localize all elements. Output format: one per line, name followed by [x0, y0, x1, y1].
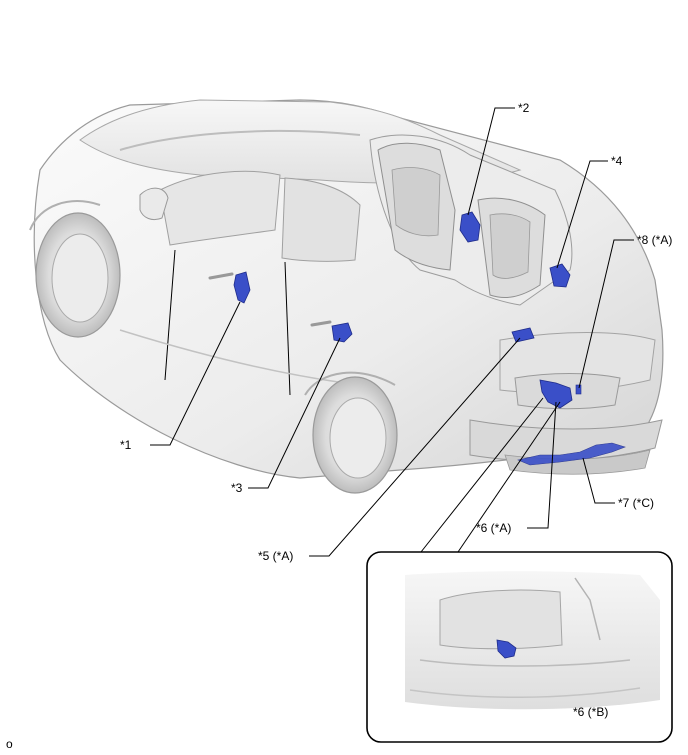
leader-5 — [309, 337, 521, 557]
leader-7 — [582, 457, 615, 504]
label-7: *7 (*C) — [618, 496, 654, 510]
label-2: *2 — [518, 101, 530, 115]
label-8: *8 (*A) — [637, 233, 672, 247]
callout-line-left — [420, 397, 544, 553]
inset-component-6 — [496, 639, 517, 659]
component-8 — [575, 384, 582, 395]
front-wheel-arch — [29, 200, 101, 231]
leader-1 — [150, 301, 241, 446]
figure-code: o — [6, 737, 13, 751]
roof-rail — [119, 130, 361, 151]
callout-line-right — [457, 401, 561, 553]
label-3: *3 — [231, 481, 243, 495]
vehicle-body — [33, 99, 664, 479]
label-4: *4 — [611, 154, 623, 168]
label-5: *5 (*A) — [258, 549, 293, 563]
inset-bumper-line — [419, 659, 631, 667]
leader-3 — [248, 337, 341, 489]
rear-wheel-rim — [329, 397, 387, 479]
component-5 — [511, 327, 535, 343]
leader-8 — [578, 239, 634, 389]
front-door-handle — [208, 272, 234, 280]
right-door-inner — [489, 213, 531, 279]
component-7 — [517, 442, 626, 466]
label-6b: *6 (*B) — [573, 705, 608, 719]
label-6a: *6 (*A) — [476, 521, 511, 535]
inset-plate-recess — [439, 589, 563, 650]
front-wheel-rim — [51, 233, 109, 323]
left-door-inner — [391, 167, 441, 237]
components — [233, 211, 626, 466]
component-1 — [233, 271, 251, 304]
component-2 — [459, 211, 481, 243]
component-4 — [549, 263, 571, 288]
front-side-window — [159, 170, 281, 246]
label-1: *1 — [120, 438, 132, 452]
leader-6a — [527, 401, 557, 529]
side-mirror — [139, 187, 169, 221]
leader-2 — [467, 107, 515, 216]
inset-detail — [366, 551, 673, 743]
wheels — [29, 200, 398, 494]
rear-wheel-arch — [304, 371, 396, 396]
rear-door-handle — [310, 320, 332, 327]
inset-tail-edge — [574, 577, 601, 641]
body-character-line — [119, 329, 361, 386]
door-seam-front — [164, 249, 176, 381]
component-6 — [539, 379, 573, 409]
rear-side-window — [281, 177, 361, 262]
inset-bumper-lower — [409, 687, 641, 698]
leader-4 — [556, 160, 608, 269]
labels: *1 *2 *3 *4 *5 (*A) *6 (*A) *7 (*C) *8 (… — [6, 101, 672, 751]
component-3 — [331, 322, 353, 343]
